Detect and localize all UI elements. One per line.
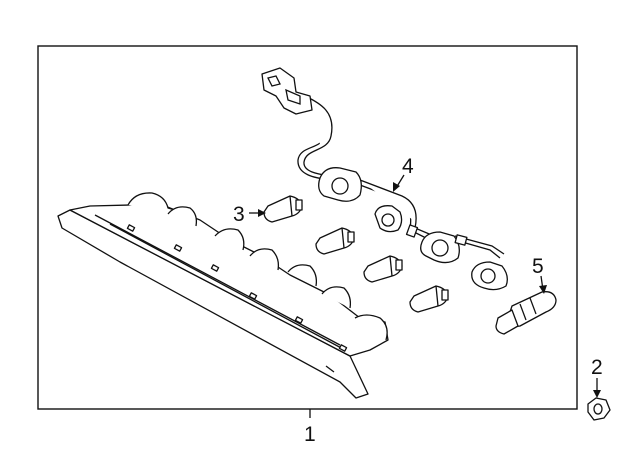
nut[interactable] [587,397,611,421]
callout-3: 3 [233,203,245,226]
callout-4: 4 [402,155,414,178]
stop-lamp-housing[interactable] [57,192,389,399]
leader-4 [393,174,405,192]
callout-5: 5 [532,255,544,278]
bulb[interactable] [409,285,449,313]
diagram-frame [37,45,578,410]
bulb[interactable] [263,195,303,223]
bulb[interactable] [363,255,403,283]
bulb-socket[interactable] [495,291,557,335]
leader-5 [539,275,547,294]
callout-1: 1 [304,423,316,446]
leader-2 [593,378,601,398]
callout-2: 2 [591,356,603,379]
leader-3 [249,209,266,217]
wiring-harness[interactable] [261,67,508,291]
bulb[interactable] [315,227,355,255]
